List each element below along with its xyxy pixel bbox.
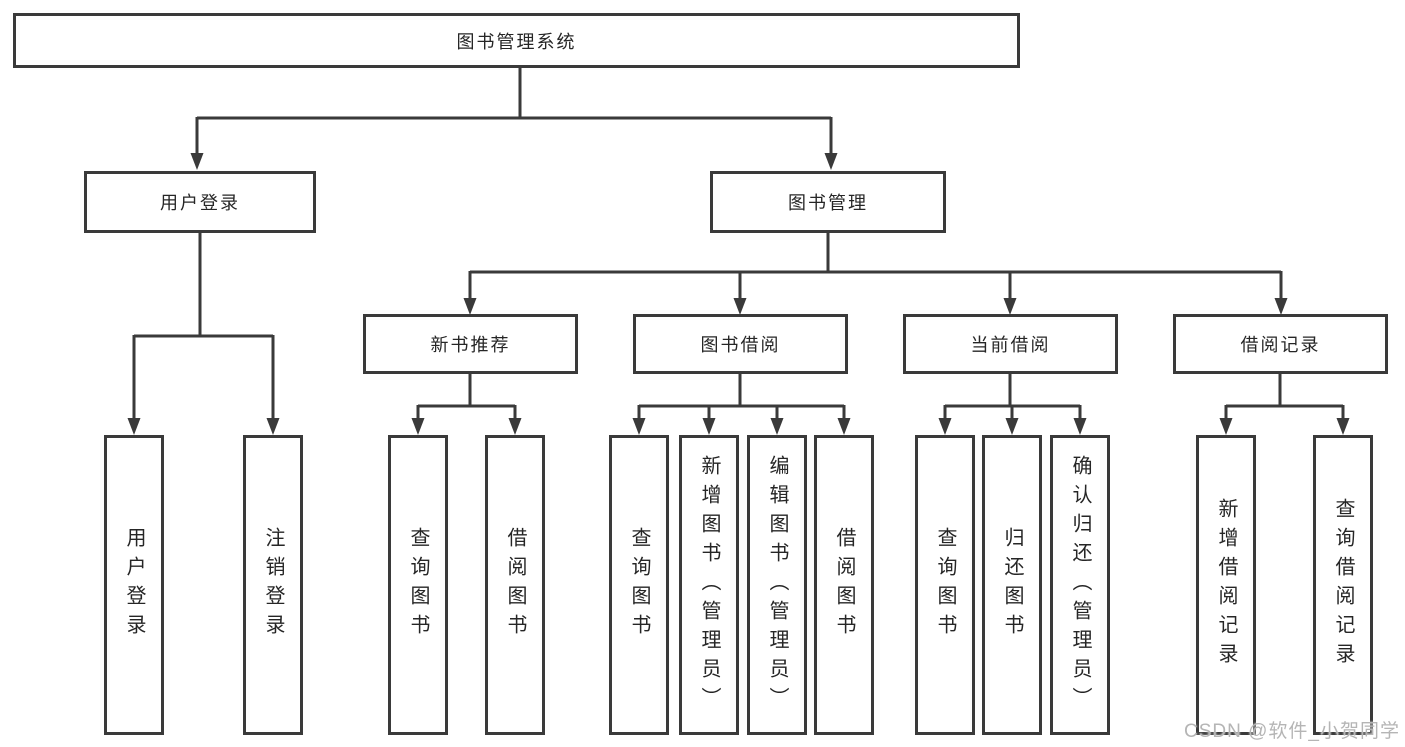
leaf-add-borrow-record: 新增借阅记录 <box>1196 435 1256 735</box>
node-borrow-records: 借阅记录 <box>1173 314 1388 374</box>
node-label: 查询图书 <box>628 527 650 643</box>
leaf-add-book-admin: 新增图书（管理员） <box>679 435 739 735</box>
leaf-query-book-borrowing: 查询图书 <box>609 435 669 735</box>
node-label: 归还图书 <box>1001 527 1023 643</box>
arrowhead-borrow <box>733 298 747 315</box>
node-label: 用户登录 <box>123 527 145 643</box>
node-label: 图书借阅 <box>700 335 781 355</box>
node-label: 注销登录 <box>262 527 284 643</box>
arrowhead-leaf-userlogin <box>127 418 141 435</box>
arrowhead-current <box>1003 298 1017 315</box>
arrowhead-leaf-query3 <box>938 418 952 435</box>
node-new-book-recommend: 新书推荐 <box>363 314 578 374</box>
arrowhead-userlogin <box>190 153 204 170</box>
node-label: 用户登录 <box>160 193 240 213</box>
leaf-logout: 注销登录 <box>243 435 303 735</box>
node-label: 查询图书 <box>407 527 429 643</box>
leaf-borrow-book-borrowing: 借阅图书 <box>814 435 874 735</box>
arrowhead-leaf-logout <box>266 418 280 435</box>
leaf-borrow-book-recommend: 借阅图书 <box>485 435 545 735</box>
csdn-watermark: CSDN @软件_小贺同学 <box>1184 721 1400 742</box>
arrowhead-leaf-query1 <box>411 418 425 435</box>
arrowhead-bookmgmt <box>824 153 838 170</box>
leaf-return-book: 归还图书 <box>982 435 1042 735</box>
arrowhead-leaf-editbook <box>770 418 784 435</box>
node-book-borrowing: 图书借阅 <box>633 314 848 374</box>
arrowhead-leaf-query2 <box>632 418 646 435</box>
leaf-query-book-recommend: 查询图书 <box>388 435 448 735</box>
node-book-management: 图书管理 <box>710 171 946 233</box>
arrowhead-newbook <box>463 298 477 315</box>
node-label: 借阅图书 <box>833 527 855 643</box>
node-label: 图书管理 <box>788 193 868 213</box>
arrowhead-leaf-return <box>1005 418 1019 435</box>
node-label: 新书推荐 <box>430 335 511 355</box>
leaf-edit-book-admin: 编辑图书（管理员） <box>747 435 807 735</box>
leaf-query-book-current: 查询图书 <box>915 435 975 735</box>
arrowhead-leaf-borrow1 <box>508 418 522 435</box>
arrowhead-leaf-addrecord <box>1219 418 1233 435</box>
node-label: 新增图书（管理员） <box>698 454 720 716</box>
arrowhead-leaf-confirm <box>1073 418 1087 435</box>
node-root-library-system: 图书管理系统 <box>13 13 1020 68</box>
leaf-confirm-return-admin: 确认归还（管理员） <box>1050 435 1110 735</box>
node-label: 新增借阅记录 <box>1215 498 1237 672</box>
node-user-login: 用户登录 <box>84 171 316 233</box>
leaf-query-borrow-record: 查询借阅记录 <box>1313 435 1373 735</box>
arrowhead-leaf-queryrecord <box>1336 418 1350 435</box>
node-label: 借阅图书 <box>504 527 526 643</box>
node-current-borrowing: 当前借阅 <box>903 314 1118 374</box>
node-label: 查询借阅记录 <box>1332 498 1354 672</box>
arrowhead-leaf-borrow2 <box>837 418 851 435</box>
node-label: 查询图书 <box>934 527 956 643</box>
node-label: 编辑图书（管理员） <box>766 454 788 716</box>
arrowhead-leaf-addbook <box>702 418 716 435</box>
node-label: 确认归还（管理员） <box>1069 454 1091 716</box>
node-label: 图书管理系统 <box>456 31 577 52</box>
node-label: 当前借阅 <box>970 335 1051 355</box>
leaf-user-login: 用户登录 <box>104 435 164 735</box>
arrowhead-records <box>1274 298 1288 315</box>
node-label: 借阅记录 <box>1240 335 1321 355</box>
